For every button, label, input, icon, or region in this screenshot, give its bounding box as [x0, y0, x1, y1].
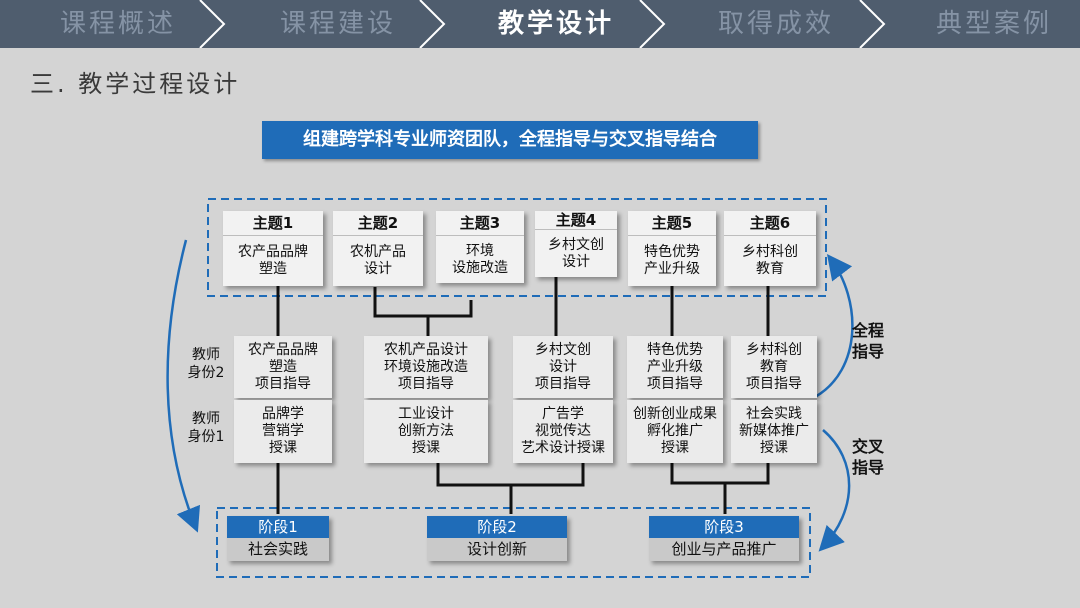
stage-box-1: 阶段1 社会实践	[227, 516, 329, 561]
theme-box-5: 主题5 特色优势 产业升级	[628, 211, 716, 286]
stage-title: 阶段2	[427, 516, 567, 538]
stage-title: 阶段3	[649, 516, 799, 538]
cross-guidance-note: 交叉 指导	[851, 437, 884, 477]
stage-box-3: 阶段3 创业与产品推广	[649, 516, 799, 561]
teacher-identity-1-label: 教师 身份1	[187, 411, 225, 445]
theme-box-4: 主题4 乡村文创 设计	[535, 211, 617, 277]
theme-title: 主题3	[436, 211, 524, 236]
team-banner: 组建跨学科专业师资团队，全程指导与交叉指导结合	[262, 121, 758, 159]
teaching-box-3: 广告学 视觉传达 艺术设计授课	[513, 400, 613, 463]
theme-box-2: 主题2 农机产品 设计	[333, 211, 423, 286]
stage-box-2: 阶段2 设计创新	[427, 516, 567, 561]
teaching-box-2: 工业设计 创新方法 授课	[364, 400, 488, 463]
theme-title: 主题4	[535, 211, 617, 230]
section-title: 三. 教学过程设计	[30, 70, 241, 98]
stage-title: 阶段1	[227, 516, 329, 538]
nav-tab-cases[interactable]: 典型案例	[935, 9, 1052, 39]
guidance-box-3: 乡村文创 设计 项目指导	[513, 336, 613, 398]
theme-box-1: 主题1 农产品品牌 塑造	[223, 211, 323, 286]
full-guidance-note: 全程 指导	[851, 321, 884, 361]
themes-dashed-frame	[207, 198, 827, 297]
nav-tab-teaching-design[interactable]: 教学设计	[497, 9, 614, 39]
nav-tab-results[interactable]: 取得成效	[717, 9, 834, 39]
top-navigation: 课程概述 课程建设 教学设计 取得成效 典型案例	[0, 0, 1080, 48]
theme-guidance-lines	[276, 276, 770, 336]
theme-desc: 农机产品 设计	[350, 244, 406, 277]
cross-guidance-arrow	[818, 429, 851, 552]
theme-desc: 乡村文创 设计	[548, 236, 604, 270]
teaching-stage-lines	[276, 463, 770, 514]
stages-dashed-frame	[216, 507, 811, 578]
guidance-box-1: 农产品品牌 塑造 项目指导	[234, 336, 332, 398]
theme-title: 主题5	[628, 211, 716, 236]
stage-desc: 创业与产品推广	[649, 538, 799, 561]
full-guidance-arrow	[814, 254, 854, 399]
teaching-box-1: 品牌学 营销学 授课	[234, 400, 332, 463]
left-flow-arrow	[166, 239, 201, 533]
nav-chevron-2	[419, 0, 446, 48]
nav-chevron-1	[199, 0, 226, 48]
guidance-box-2: 农机产品设计 环境设施改造 项目指导	[364, 336, 488, 398]
stage-desc: 设计创新	[427, 538, 567, 561]
guidance-box-4: 特色优势 产业升级 项目指导	[627, 336, 723, 398]
theme-box-3: 主题3 环境 设施改造	[436, 211, 524, 283]
nav-tab-construction[interactable]: 课程建设	[279, 9, 396, 39]
nav-tab-overview[interactable]: 课程概述	[59, 9, 176, 39]
nav-separators	[199, 0, 886, 48]
teaching-box-5: 社会实践 新媒体推广 授课	[731, 400, 817, 463]
teaching-box-4: 创新创业成果 孵化推广 授课	[627, 400, 723, 463]
nav-chevron-4	[859, 0, 886, 48]
stage-desc: 社会实践	[227, 538, 329, 561]
theme-desc: 特色优势 产业升级	[644, 244, 700, 277]
theme-title: 主题6	[724, 211, 816, 236]
guidance-box-5: 乡村科创 教育 项目指导	[731, 336, 817, 398]
nav-chevron-3	[639, 0, 666, 48]
theme-title: 主题2	[333, 211, 423, 236]
theme-box-6: 主题6 乡村科创 教育	[724, 211, 816, 286]
theme-desc: 环境 设施改造	[452, 242, 508, 276]
theme-desc: 农产品品牌 塑造	[238, 244, 308, 277]
teacher-identity-2-label: 教师 身份2	[187, 347, 225, 381]
theme-desc: 乡村科创 教育	[742, 244, 798, 277]
theme-title: 主题1	[223, 211, 323, 236]
